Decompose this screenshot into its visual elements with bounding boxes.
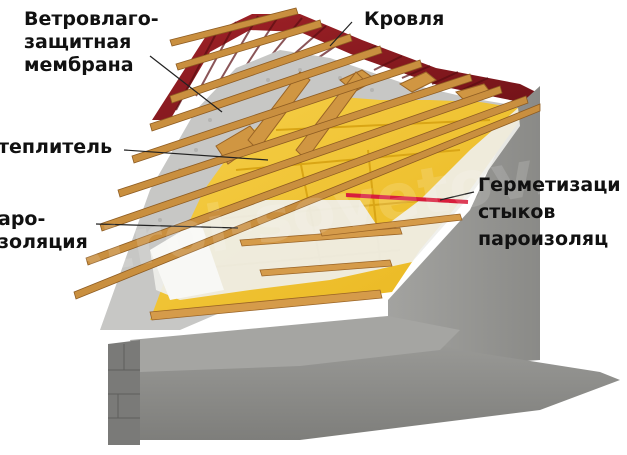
label-sealing: Герметизаци стыков пароизоляц (478, 172, 621, 253)
label-line: мембрана (24, 54, 134, 76)
leader-vapor (95, 223, 239, 229)
block-wall (108, 340, 140, 445)
label-line: защитная (24, 31, 132, 53)
leader-lines (95, 21, 475, 229)
label-line: аро- (0, 208, 46, 230)
block-lines (108, 344, 140, 419)
label-insulation: теплитель (0, 136, 113, 158)
label-line: золяция (0, 231, 88, 253)
label-wind-membrane: Ветровлаго- защитная мембрана (24, 8, 159, 77)
label-line: стыков (478, 201, 556, 223)
slab-top (130, 316, 460, 372)
label-line: Герметизаци (478, 174, 621, 196)
counter-battens (149, 213, 463, 321)
vapor-barrier (150, 108, 520, 300)
seal-tape (345, 193, 469, 204)
side-wall (388, 86, 540, 370)
label-vapor-barrier: аро- золяция (0, 208, 88, 254)
label-line: Ветровлаго- (24, 8, 159, 30)
battens (73, 7, 541, 300)
leader-seal (439, 191, 475, 201)
label-line: пароизоляц (478, 228, 609, 250)
leader-roof (329, 21, 353, 47)
leader-insulation (123, 149, 269, 161)
leader-membrane (149, 55, 223, 113)
label-roof: Кровля (364, 8, 445, 30)
